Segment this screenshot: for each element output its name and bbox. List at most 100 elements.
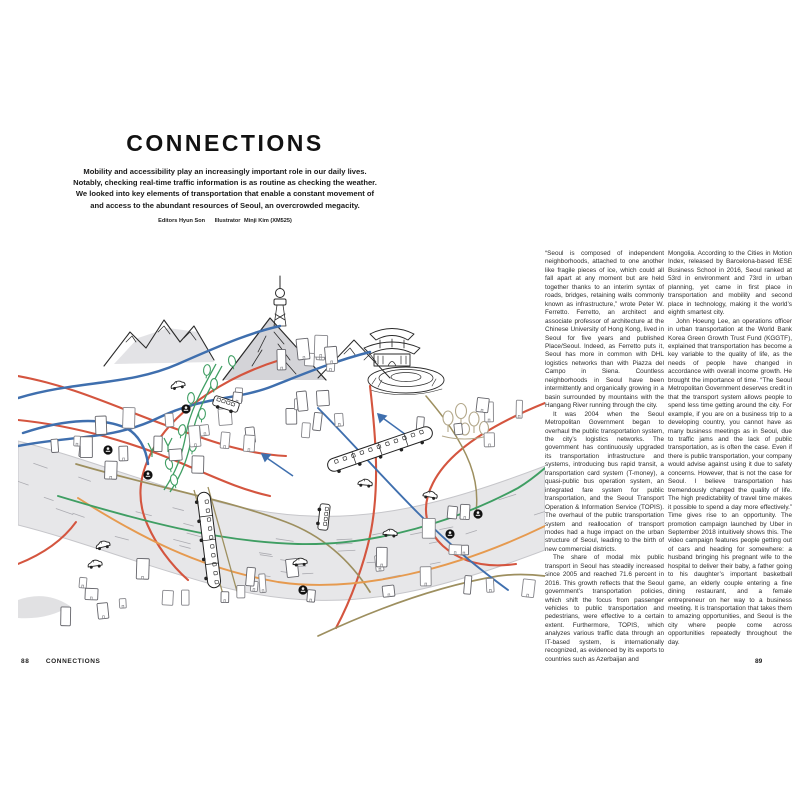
lane-dash [55,508,74,516]
gate-pavilion-icon [363,328,421,367]
lane-dash [172,507,184,511]
road-blue [18,324,282,400]
building-icon [242,434,256,453]
intro-line: Notably, checking real-time traffic info… [73,178,377,188]
tree-icon [203,364,211,379]
lane-dash [114,535,129,541]
editor-name: Hyun Son [178,217,206,224]
car-icon [382,528,398,538]
n-seoul-tower-icon [273,275,287,327]
lane-dash [18,480,29,486]
car-icon [292,557,308,567]
section-label: CONNECTIONS [45,658,101,665]
building-icon [483,432,496,448]
stadium-icon [367,366,445,396]
building-icon [220,591,230,604]
building-icon [453,422,464,436]
scooter-icon [445,529,455,539]
body-paragraph: Mongolia. According to the Cities in Mot… [668,250,792,317]
lane-dash [72,512,85,518]
lane-dash [78,476,91,482]
scooter-icon [143,470,153,480]
building-icon [313,334,329,358]
vehicles [87,380,483,595]
lane-dash [410,532,422,536]
road-tan [317,573,545,637]
lane-dash [439,526,454,530]
illustrator-name: Minji Kim (XM525) [244,217,292,224]
mountains-icon [18,317,391,619]
lane-dash [275,538,294,542]
lane-dash [498,493,517,501]
road-green [57,467,545,546]
lane-dash [179,545,191,549]
building-icon [118,598,127,609]
bus-icon [316,503,331,531]
building-icon [118,445,129,462]
lane-dash [259,554,273,558]
building-icon [96,602,110,620]
building-icon [459,503,471,521]
tree-icon [210,378,218,393]
car-icon [87,559,103,569]
lane-dash [43,496,54,502]
building-icon [50,438,60,453]
tree-icon [187,392,195,407]
building-icon [300,422,311,439]
road-tan [425,395,478,513]
building-icon [153,435,163,453]
building-icon [168,448,183,462]
building-icon [236,585,246,599]
building-icon [419,566,432,587]
lane-dash [33,462,48,469]
lane-dash [429,541,440,544]
intro-line: and access to the abundant resources of … [90,200,360,210]
lane-dash [302,572,314,575]
building-icon [161,589,174,606]
building-icon [485,577,495,593]
lane-dash [533,511,545,516]
road-red [18,521,77,565]
building-icon [324,345,339,365]
building-icon [258,573,267,594]
body-column-1: “Seoul is composed of independent neighb… [545,250,664,664]
building-icon [122,406,136,429]
building-icon [78,576,88,589]
lane-dash [465,529,478,535]
lane-dash [258,552,272,555]
lane-dash [186,532,204,538]
building-icon [276,348,287,371]
intro-line: We looked into key elements of transport… [75,189,375,199]
lane-dash [336,538,353,541]
building-icon [164,412,175,428]
scooter-icon [103,445,113,455]
building-cluster [50,334,536,627]
building-icon [285,407,298,425]
road-red [18,418,272,498]
building-icon [295,390,309,412]
building-icon [73,435,81,447]
building-icon [295,337,311,361]
page-number-right: 89 [755,658,763,665]
building-icon [187,424,202,448]
editor-label: Editors [158,217,178,224]
article-header: CONNECTIONS Mobility and accessibility p… [35,130,415,224]
train-icon [327,426,433,473]
train-icon [194,491,222,589]
building-icon [181,589,190,606]
tree-icon [164,458,174,473]
road-blue [317,407,509,591]
body-paragraph: “Seoul is composed of independent neighb… [545,250,664,410]
illustrator-label: Illustrator [214,217,241,224]
building-icon [79,436,93,459]
building-icon [191,455,205,474]
building-icon [521,578,536,598]
scooter-icon [181,404,191,414]
lane-dash [337,549,356,552]
building-icon [312,411,323,432]
building-icon [306,589,316,603]
intro-line: Mobility and accessibility play an incre… [83,167,367,176]
tree-icon [169,474,179,489]
building-icon [60,606,72,627]
building-icon [316,389,330,407]
